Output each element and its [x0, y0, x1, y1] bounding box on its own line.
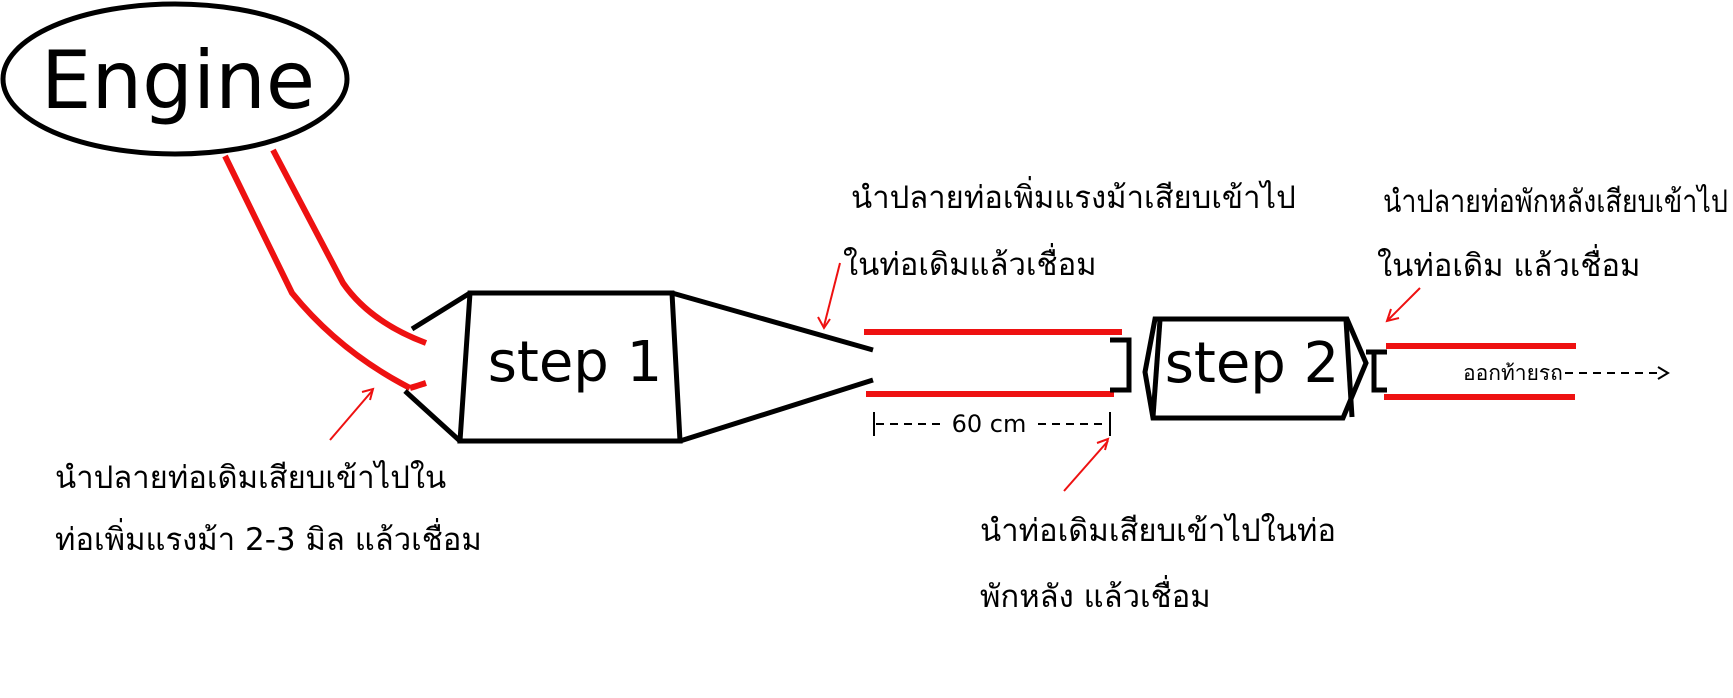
annotation-step2-outlet-line1: นำปลายท่อพักหลังเสียบเข้าไป [1383, 184, 1728, 220]
pointer-arrow-step2-inlet [1063, 437, 1110, 492]
step1-outlet-cone [671, 290, 874, 444]
annotation-step2-outlet-line2: ในท่อเดิม แล้วเชื่อม [1377, 244, 1640, 284]
engine-pipes [222, 148, 428, 391]
dimension-marker [873, 412, 1111, 436]
engine-pipe-upper [270, 148, 428, 346]
exit-arrow-head [1657, 366, 1670, 380]
step2-left-divider [1150, 319, 1163, 418]
step2-outlet-flange [1366, 349, 1387, 393]
engine-label: Engine [41, 34, 315, 127]
annotation-step1-outlet-line1: นำปลายท่อเพิ่มแรงม้าเสียบเข้าไป [851, 176, 1296, 216]
middle-pipe [864, 329, 1122, 397]
annotation-step2-inlet-line1: นำท่อเดิมเสียบเข้าไปในท่อ [980, 513, 1336, 549]
pointer-arrow-engine-pipe [329, 387, 375, 441]
step1-label: step 1 [488, 330, 663, 395]
step1-inlet-cone [403, 290, 472, 443]
dimension-label: 60 cm [952, 410, 1027, 438]
engine-node: Engine [0, 1, 350, 157]
annotation-engine-pipe-line2: ท่อเพิ่มแรงม้า 2-3 มิล แล้วเชื่อม [55, 518, 482, 558]
exit-arrow [1565, 366, 1670, 380]
annotation-engine-pipe-line1: นำปลายท่อเดิมเสียบเข้าไปใน [55, 460, 446, 496]
annotation-step1-outlet-line2: ในท่อเดิมแล้วเชื่อม [843, 243, 1097, 283]
engine-pipe-lower [222, 154, 412, 391]
pointer-arrow-step2-outlet [1385, 287, 1421, 323]
step2-inlet-flange [1110, 337, 1132, 393]
pointer-arrows [329, 262, 1421, 492]
step2-outline [1142, 316, 1369, 421]
pointer-arrow-step1-outlet [817, 262, 841, 330]
exit-label: ออกท้ายรถ [1463, 361, 1563, 385]
engine-pipe-lower-tip [409, 380, 427, 391]
step2-node [1110, 316, 1387, 421]
tail-pipe [1384, 343, 1576, 400]
step2-label: step 2 [1165, 331, 1340, 396]
annotation-step2-inlet-line2: พักหลัง แล้วเชื่อม [980, 575, 1211, 615]
engine-ellipse [0, 1, 350, 157]
step1-node [403, 290, 874, 444]
step2-right-divider [1343, 319, 1355, 418]
